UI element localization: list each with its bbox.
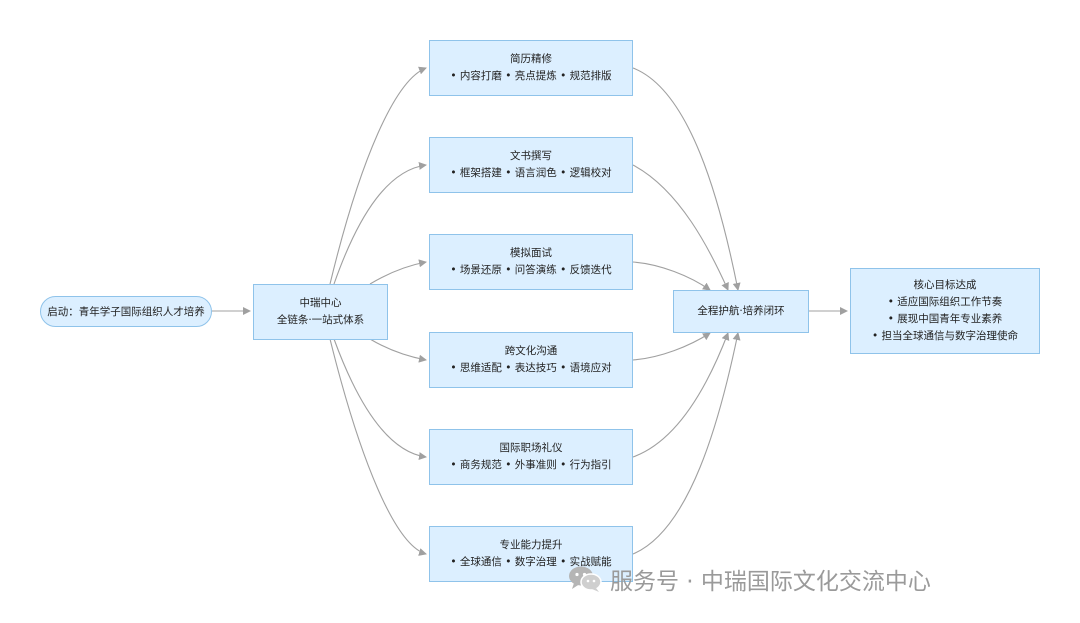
watermark: 服务号 · 中瑞国际文化交流中心: [568, 562, 931, 596]
closure-label: 全程护航·培养闭环: [697, 305, 785, 317]
module-resume: 简历精修 • 内容打磨 • 亮点提炼 • 规范排版: [429, 40, 633, 96]
module-interview: 模拟面试 • 场景还原 • 问答演练 • 反馈迭代: [429, 234, 633, 290]
edge-hub-interview: [369, 259, 427, 285]
module-title: 国际职场礼仪: [499, 442, 563, 454]
module-title: 文书撰写: [510, 150, 552, 162]
module-detail: • 商务规范 • 外事准则 • 行为指引: [450, 459, 612, 471]
module-detail: • 框架搭建 • 语言润色 • 逻辑校对: [450, 167, 612, 179]
edge-skills-closure: [632, 332, 741, 555]
module-etiquette: 国际职场礼仪 • 商务规范 • 外事准则 • 行为指引: [429, 429, 633, 485]
closure-node: 全程护航·培养闭环: [673, 290, 809, 333]
edge-writing-closure: [632, 164, 729, 291]
module-detail: • 思维适配 • 表达技巧 • 语境应对: [450, 362, 612, 374]
edge-hub-crossculture: [369, 338, 427, 363]
hub-node: 中瑞中心 全链条·一站式体系: [253, 284, 388, 340]
edge-hub-etiquette: [333, 338, 427, 460]
wechat-icon: [569, 566, 602, 592]
module-title: 跨文化沟通: [504, 345, 558, 357]
edge-etiquette-closure: [632, 332, 730, 458]
module-detail: • 场景还原 • 问答演练 • 反馈迭代: [450, 264, 612, 276]
module-detail: • 内容打磨 • 亮点提炼 • 规范排版: [450, 70, 612, 82]
module-title: 模拟面试: [510, 247, 552, 259]
module-detail: • 全球通信 • 数字治理 • 实战赋能: [450, 556, 612, 568]
module-crossculture: 跨文化沟通 • 思维适配 • 表达技巧 • 语境应对: [429, 332, 633, 388]
watermark-text: 服务号 · 中瑞国际文化交流中心: [610, 569, 931, 595]
module-title: 简历精修: [510, 53, 552, 65]
hub-subtitle: 全链条·一站式体系: [276, 314, 365, 326]
start-label: 启动：青年学子国际组织人才培养: [47, 306, 205, 318]
edge-crossculture-closure: [632, 332, 711, 361]
module-writing: 文书撰写 • 框架搭建 • 语言润色 • 逻辑校对: [429, 137, 633, 193]
goal-item: • 担当全球通信与数字治理使命: [871, 330, 1019, 342]
goal-title: 核心目标达成: [913, 279, 977, 291]
module-skills: 专业能力提升 • 全球通信 • 数字治理 • 实战赋能: [429, 526, 633, 582]
edge-interview-closure: [632, 261, 711, 291]
goal-node: 核心目标达成 • 适应国际组织工作节奏 • 展现中国青年专业素养 • 担当全球通…: [850, 268, 1040, 354]
module-title: 专业能力提升: [499, 539, 563, 551]
hub-title: 中瑞中心: [299, 297, 342, 309]
goal-item: • 展现中国青年专业素养: [887, 313, 1003, 325]
start-node: 启动：青年学子国际组织人才培养: [40, 296, 212, 327]
goal-item: • 适应国际组织工作节奏: [887, 296, 1003, 308]
edge-hub-writing: [333, 162, 427, 285]
edge-resume-closure: [632, 67, 741, 291]
edge-hub-skills: [329, 338, 427, 556]
edge-hub-resume: [329, 66, 427, 285]
